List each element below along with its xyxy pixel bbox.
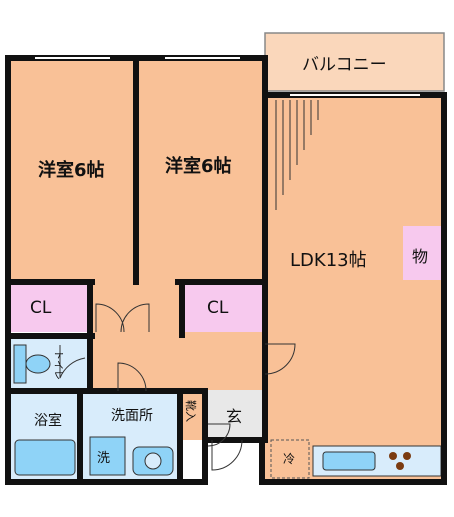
doors (59, 303, 296, 471)
western-room-2 (139, 60, 265, 282)
ldk-room (265, 96, 444, 481)
ldk-label: LDK13帖 (290, 250, 367, 271)
washroom-label: 洗面所 (111, 408, 153, 424)
western-room-2-label: 洋室6帖 (165, 155, 232, 177)
closet-1 (9, 282, 89, 332)
closet-1-label: CL (30, 298, 52, 318)
bathroom-label: 浴室 (34, 412, 62, 429)
kitchen-sink (322, 451, 376, 471)
washer-label: 洗 (97, 451, 110, 466)
balcony-label: バルコニー (302, 55, 387, 75)
refrigerator-space (270, 439, 310, 479)
room-labels: 洋室6帖 洋室6帖 LDK13帖 CL CL 物 バルコニー 浴室 洗面所 洗 … (30, 55, 428, 466)
stove-burner-2 (403, 452, 411, 460)
shoe-box-label: 靴入 (184, 400, 198, 422)
windows (35, 57, 420, 96)
floor-fills (9, 32, 445, 481)
stove-burner-1 (389, 452, 397, 460)
fixtures (13, 344, 442, 479)
hallway-lower (180, 390, 205, 440)
toilet-label: トイレ (52, 350, 63, 380)
closet-2 (185, 282, 265, 332)
western-room-1 (9, 60, 133, 282)
wash-basin-bowl (144, 452, 162, 470)
ldk-window-hatching (275, 100, 319, 210)
entrance (205, 390, 265, 440)
toilet-bowl (25, 354, 51, 374)
western-room-1-label: 洋室6帖 (38, 159, 105, 181)
toilet-tank (13, 344, 27, 384)
washing-machine (89, 436, 126, 476)
stove-burner-3 (396, 462, 404, 470)
balcony (264, 32, 445, 92)
closet-2-label: CL (207, 298, 229, 318)
storage (403, 226, 441, 280)
storage-label: 物 (412, 247, 428, 266)
entrance-label: 玄 (226, 407, 242, 426)
bathtub (14, 439, 76, 476)
refrigerator-label: 冷 (283, 452, 295, 466)
